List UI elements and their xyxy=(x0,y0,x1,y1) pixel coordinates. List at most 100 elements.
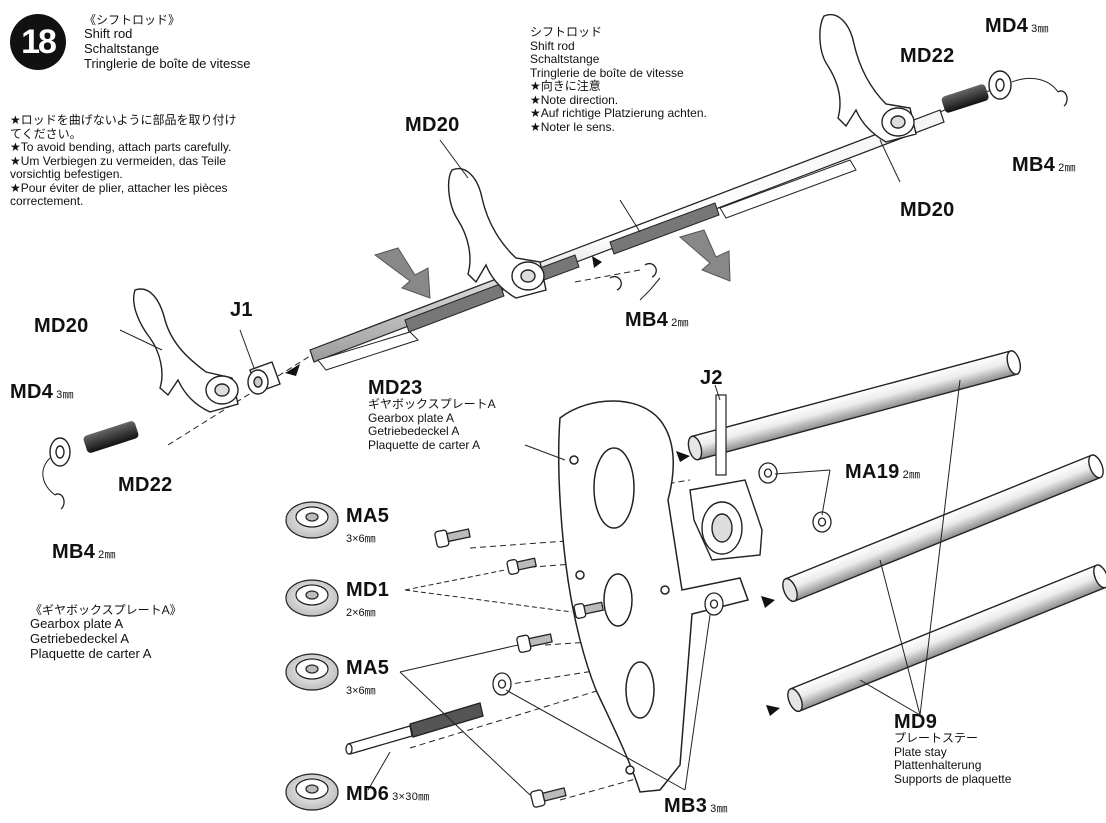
note-line: ★Pour éviter de plier, attacher les pièc… xyxy=(10,180,228,195)
label-md9: MD9 プレートステー Plate stay Plattenhalterung … xyxy=(894,712,1011,786)
fork-md20-left xyxy=(133,288,239,413)
md9-de: Plattenhalterung xyxy=(894,758,982,772)
note-line: correctement. xyxy=(10,194,84,208)
shift-rod-title-fr: Tringlerie de boîte de vitesse xyxy=(84,56,251,71)
callout-line: Schaltstange xyxy=(530,52,600,66)
md23-de: Getriebedeckel A xyxy=(368,424,460,438)
shift-rod-title: 《シフトロッド》 Shift rod Schaltstange Tringler… xyxy=(84,14,250,71)
part-code: MA5 xyxy=(346,657,390,679)
label-md22-left: MD22 xyxy=(118,475,173,495)
md23-fr: Plaquette de carter A xyxy=(368,437,481,452)
bearing-holder-j2 xyxy=(689,479,763,561)
label-leaders xyxy=(119,139,961,796)
plate-stays-md9 xyxy=(687,350,1106,713)
part-code: J1 xyxy=(230,299,253,321)
part-code: MD1 xyxy=(346,579,390,601)
label-md23: MD23 ギヤボックスプレートA Gearbox plate A Getrieb… xyxy=(368,378,496,452)
note-line: ★Um Verbiegen zu vermeiden, das Teile xyxy=(10,153,226,168)
label-j2: J2 xyxy=(700,368,723,388)
pin-j2 xyxy=(715,394,727,476)
part-size: 3㎜ xyxy=(1031,23,1049,35)
parts-bag-icons xyxy=(285,501,339,811)
part-size: 3㎜ xyxy=(56,389,74,401)
washer-md4-right xyxy=(988,70,1012,100)
shift-rod-title-de: Schaltstange xyxy=(84,41,160,56)
shift-rod-title-en: Shift rod xyxy=(84,26,133,41)
spring-md22-right xyxy=(941,84,989,113)
size-md1: 2×6㎜ xyxy=(346,607,376,619)
gearbox-plate-title-en: Gearbox plate A xyxy=(30,616,124,631)
part-code: MD23 xyxy=(368,377,423,399)
label-ma5-b: MA5 xyxy=(346,658,389,678)
shift-rod-title-jp: 《シフトロッド》 xyxy=(84,13,181,27)
part-code: MB3 xyxy=(664,795,708,817)
part-code: MB4 xyxy=(52,541,96,563)
part-code: MB4 xyxy=(1012,154,1056,176)
label-md22-top: MD22 xyxy=(900,46,955,66)
gearbox-plate-title-fr: Plaquette de carter A xyxy=(30,646,152,661)
part-code: MD22 xyxy=(900,45,955,67)
callout-line: Shift rod xyxy=(530,38,575,53)
size-ma5-b: 3×6㎜ xyxy=(346,685,376,697)
screws xyxy=(434,528,604,808)
fork-md20-mid xyxy=(447,167,547,299)
part-size: 3×30㎜ xyxy=(392,791,430,803)
step-number: 18 xyxy=(21,22,57,61)
leader-curves xyxy=(42,77,1059,496)
part-size: 3㎜ xyxy=(710,803,728,815)
part-code: MD6 xyxy=(346,783,390,805)
callout-line: ★Noter le sens. xyxy=(530,119,615,134)
part-code: MD22 xyxy=(118,474,173,496)
callout-line: ★向きに注意 xyxy=(530,79,601,93)
label-ma5-a: MA5 xyxy=(346,506,389,526)
md9-en: Plate stay xyxy=(894,744,947,759)
part-code: MD20 xyxy=(405,114,460,136)
washer-md4-left xyxy=(49,437,71,467)
label-j1: J1 xyxy=(230,300,253,320)
spring-md22-left xyxy=(83,421,139,453)
md9-jp: プレートステー xyxy=(894,731,979,745)
note-line: ★To avoid bending, attach parts carefull… xyxy=(10,140,232,154)
label-md1: MD1 xyxy=(346,580,389,600)
step-number-badge: 18 xyxy=(10,14,66,70)
gearbox-plate-title-jp: 《ギヤボックスプレートA》 xyxy=(30,603,182,617)
note-line: vorsichtig befestigen. xyxy=(10,167,123,181)
part-code: MD20 xyxy=(34,315,89,337)
clip-mb4 xyxy=(54,90,1068,510)
gearbox-plate-title-de: Getriebedeckel A xyxy=(30,631,130,646)
assembly-notes: ★ロッドを曲げないように部品を取り付け てください。 ★To avoid ben… xyxy=(10,113,237,209)
note-line: ★ロッドを曲げないように部品を取り付け xyxy=(10,113,237,127)
label-md20-mid: MD20 xyxy=(405,115,460,135)
size-ma5-a: 3×6㎜ xyxy=(346,533,376,545)
gearbox-plate-md23 xyxy=(557,400,749,793)
part-size: 2㎜ xyxy=(902,469,921,481)
collar-j1 xyxy=(247,361,281,395)
screw-md6 xyxy=(345,702,484,755)
md9-fr: Supports de plaquette xyxy=(894,771,1012,786)
nut-ma19 xyxy=(492,462,832,696)
part-code: MD20 xyxy=(900,199,955,221)
shift-rod-callout: シフトロッド Shift rod Schaltstange Tringlerie… xyxy=(530,25,707,134)
md23-en: Gearbox plate A xyxy=(368,410,455,425)
part-code: MD9 xyxy=(894,711,938,733)
part-code: MA5 xyxy=(346,505,390,527)
note-line: てください。 xyxy=(10,126,82,141)
grease-marks xyxy=(373,229,731,299)
md23-jp: ギヤボックスプレートA xyxy=(368,397,496,411)
part-size: 2㎜ xyxy=(98,549,116,561)
fork-md20-right xyxy=(819,13,917,143)
shift-rod xyxy=(309,109,945,371)
part-size: 2㎜ xyxy=(1058,162,1076,174)
part-code: MB4 xyxy=(625,309,669,331)
callout-line: ★Auf richtige Platzierung achten. xyxy=(530,106,707,120)
part-code: J2 xyxy=(700,367,723,389)
part-code: MA19 xyxy=(845,461,900,483)
